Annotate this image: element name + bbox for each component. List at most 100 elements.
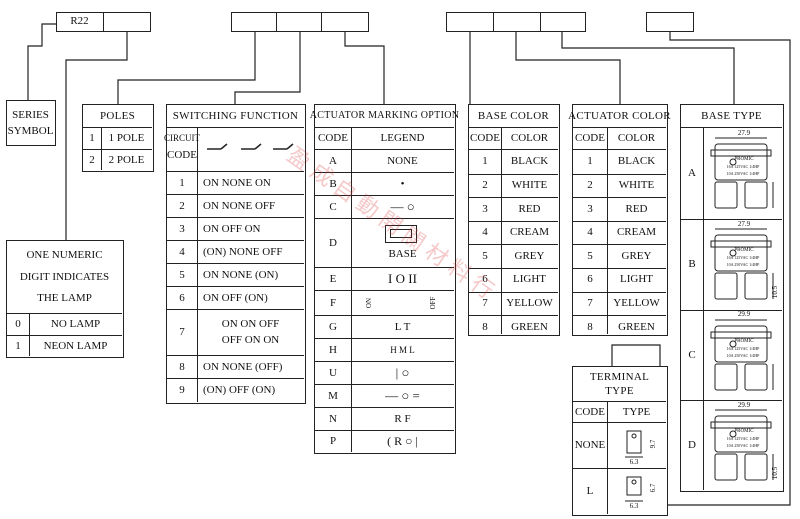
base-color-code-2: 2 xyxy=(482,179,488,192)
lamp-label-1: NEON LAMP xyxy=(43,339,108,352)
marking-code-F: F xyxy=(329,296,337,309)
base-type-label-brand-A: PROMIC xyxy=(734,157,754,163)
base-color-code-5: 5 xyxy=(482,249,488,262)
part-code-box-poles xyxy=(231,12,277,32)
base-type-dim-top-A: 27.9 xyxy=(737,128,751,137)
poles-code-2: 2 xyxy=(89,153,95,166)
base-color-code-4: 4 xyxy=(482,226,488,239)
rocker-switch-icon xyxy=(710,137,774,209)
base-color-code-3: 3 xyxy=(482,202,488,215)
base-type-label-brand-C: PROMIC xyxy=(734,338,754,344)
part-code-prefix: R22 xyxy=(70,15,89,28)
actuator-color-col-color: COLOR xyxy=(617,132,656,145)
terminal-none-dim-h: 9.7 xyxy=(648,439,657,449)
part-code-box-switching xyxy=(276,12,322,32)
base-color-code-6: 6 xyxy=(482,273,488,286)
poles-title: POLES xyxy=(99,109,136,122)
switching-code-8: 8 xyxy=(179,360,185,373)
base-type-drawing-B xyxy=(707,223,779,306)
base-type-label-line1-C: 16A 125VAC 1/4HP xyxy=(726,345,760,351)
series-label-line1: SERIES xyxy=(12,108,49,121)
actuator-color-code-3: 3 xyxy=(587,202,593,215)
switching-label-8: ON NONE (OFF) xyxy=(203,360,283,373)
marking-legend-P: ( R ○ | xyxy=(387,433,418,448)
switching-label-6: ON OFF (ON) xyxy=(203,291,268,304)
actuator-color-label-3: RED xyxy=(625,202,648,215)
base-type-dim-side-B: 10.5 xyxy=(770,285,779,298)
base-type-label-line1-A: 16A 125VAC 1/4HP xyxy=(726,164,760,170)
base-type-code-D: D xyxy=(688,439,696,452)
switching-code-7: 7 xyxy=(179,325,185,338)
series-symbol-box: SERIES SYMBOL xyxy=(6,100,56,146)
actuator-color-code-5: 5 xyxy=(587,249,593,262)
terminal-tab-straight-icon xyxy=(625,430,643,458)
base-color-label-8: GREEN xyxy=(511,320,548,333)
switching-code-header-line2: CODE xyxy=(167,148,197,161)
terminal-l-dim-h: 6.7 xyxy=(648,483,657,493)
marking-code-P: P xyxy=(329,435,337,448)
lamp-label-0: NO LAMP xyxy=(50,318,101,331)
actuator-color-label-8: GREEN xyxy=(618,320,655,333)
part-code-box-series: R22 xyxy=(56,12,104,32)
part-code-box-actuator-color xyxy=(493,12,541,32)
lamp-code-0: 0 xyxy=(15,318,21,331)
base-color-label-2: WHITE xyxy=(511,179,548,192)
actuator-marking-table: ACTUATOR MARKING OPTION CODE LEGEND A NO… xyxy=(310,104,459,454)
poles-label-1: 1 POLE xyxy=(108,132,145,145)
marking-legend-F-on: ON xyxy=(364,297,373,309)
marking-legend-N: R F xyxy=(394,412,411,425)
switching-label-1: ON NONE ON xyxy=(203,176,271,189)
marking-legend-C: — ○ xyxy=(390,198,415,214)
marking-legend-G: L T xyxy=(394,320,411,333)
base-type-code-C: C xyxy=(688,348,696,361)
terminal-l-dim-w: 6.3 xyxy=(629,501,639,510)
part-code-box-base-type xyxy=(540,12,586,32)
marking-code-D: D xyxy=(329,236,337,249)
part-code-box-base-color xyxy=(446,12,494,32)
marking-legend-F-off: OFF xyxy=(428,296,437,310)
switching-code-5: 5 xyxy=(179,268,185,281)
marking-legend-D-frame xyxy=(385,225,417,243)
terminal-tab-l-icon xyxy=(625,476,643,502)
marking-code-U: U xyxy=(329,366,337,379)
marking-code-B: B xyxy=(329,177,337,190)
switching-code-6: 6 xyxy=(179,291,185,304)
base-color-code-7: 7 xyxy=(482,297,488,310)
switch-symbol-icon xyxy=(207,143,294,150)
switching-function-table: SWITCHING FUNCTION CIRCUIT CODE 1 ON NON… xyxy=(164,104,306,404)
base-type-label-line2-A: 10A 250VAC 1/4HP xyxy=(726,171,760,177)
base-color-label-4: CREAM xyxy=(509,226,550,239)
marking-col-legend: LEGEND xyxy=(380,132,425,145)
switching-code-header-line1: CIRCUIT xyxy=(164,132,200,143)
actuator-color-label-7: YELLOW xyxy=(613,297,660,310)
lamp-table: ONE NUMERIC DIGIT INDICATES THE LAMP 0 N… xyxy=(6,240,124,358)
base-type-label-line1-D: 16A 125VAC 1/4HP xyxy=(726,436,760,442)
switching-code-3: 3 xyxy=(179,222,185,235)
base-type-label-brand-B: PROMIC xyxy=(734,247,754,253)
base-type-dim-top-B: 27.9 xyxy=(737,219,751,228)
actuator-color-label-2: WHITE xyxy=(618,179,655,192)
actuator-color-label-5: GREY xyxy=(621,249,652,262)
series-label-line2: SYMBOL xyxy=(7,124,54,137)
marking-legend-B: • xyxy=(400,177,405,190)
actuator-color-col-code: CODE xyxy=(575,132,605,145)
base-type-label-line1-B: 16A 125VAC 1/4HP xyxy=(726,254,760,260)
base-color-title: BASE COLOR xyxy=(477,109,550,122)
marking-col-code: CODE xyxy=(318,132,348,145)
marking-code-E: E xyxy=(329,272,337,285)
marking-code-H: H xyxy=(329,343,337,356)
actuator-color-label-1: BLACK xyxy=(617,155,656,168)
part-code-box-terminal xyxy=(646,12,694,32)
base-color-label-1: BLACK xyxy=(510,155,549,168)
base-type-dim-top-D: 29.9 xyxy=(737,401,751,410)
actuator-color-code-2: 2 xyxy=(587,179,593,192)
lamp-line2: DIGIT INDICATES xyxy=(19,270,110,283)
lamp-code-1: 1 xyxy=(15,339,21,352)
actuator-color-code-1: 1 xyxy=(587,155,593,168)
marking-legend-E: I O II xyxy=(388,270,417,286)
base-type-label-line2-C: 10A 250VAC 1/4HP xyxy=(726,352,760,358)
base-color-label-5: GREY xyxy=(514,249,545,262)
base-color-col-code: CODE xyxy=(470,132,500,145)
